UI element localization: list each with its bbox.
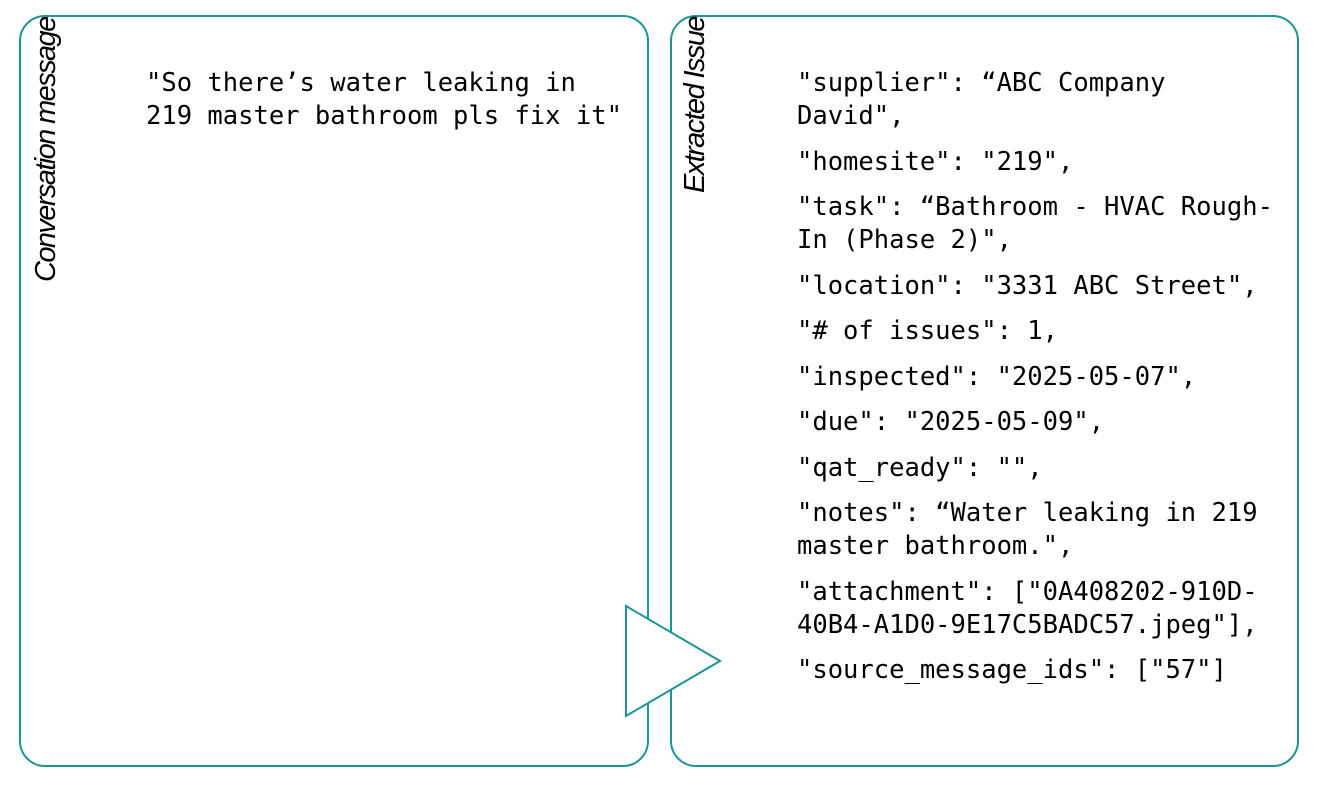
- conversation-message-label: Conversation message: [30, 17, 62, 282]
- field-source-message-ids: "source_message_ids": ["57"]: [797, 655, 1227, 685]
- field-homesite: "homesite": "219",: [797, 146, 1074, 177]
- extracted-issue-panel: Extracted Issue "supplier": “ABC Company…: [670, 15, 1299, 767]
- field-task: "task": “Bathroom - HVAC Rough-In (Phase…: [797, 192, 1273, 255]
- field-supplier: "supplier": “ABC Company David",: [797, 68, 1181, 131]
- field-qat-ready: "qat_ready": "",: [797, 452, 1043, 483]
- extracted-issue-fields: "supplier": “ABC Company David", "homesi…: [797, 67, 1277, 700]
- conversation-message-text: "So there’s water leaking in 219 master …: [146, 68, 622, 131]
- field-due: "due": "2025-05-09",: [797, 407, 1105, 437]
- field-attachment: "attachment": ["0A408202-910D-40B4-A1D0-…: [797, 576, 1258, 640]
- field-location: "location": "3331 ABC Street",: [797, 270, 1258, 301]
- conversation-message-panel: Conversation message "So there’s water l…: [19, 15, 649, 767]
- field-inspected: "inspected": "2025-05-07",: [797, 361, 1197, 392]
- field-notes: "notes": “Water leaking in 219 master ba…: [797, 498, 1273, 561]
- field-issue-count: "# of issues": 1,: [797, 316, 1058, 346]
- extracted-issue-label: Extracted Issue: [679, 17, 711, 193]
